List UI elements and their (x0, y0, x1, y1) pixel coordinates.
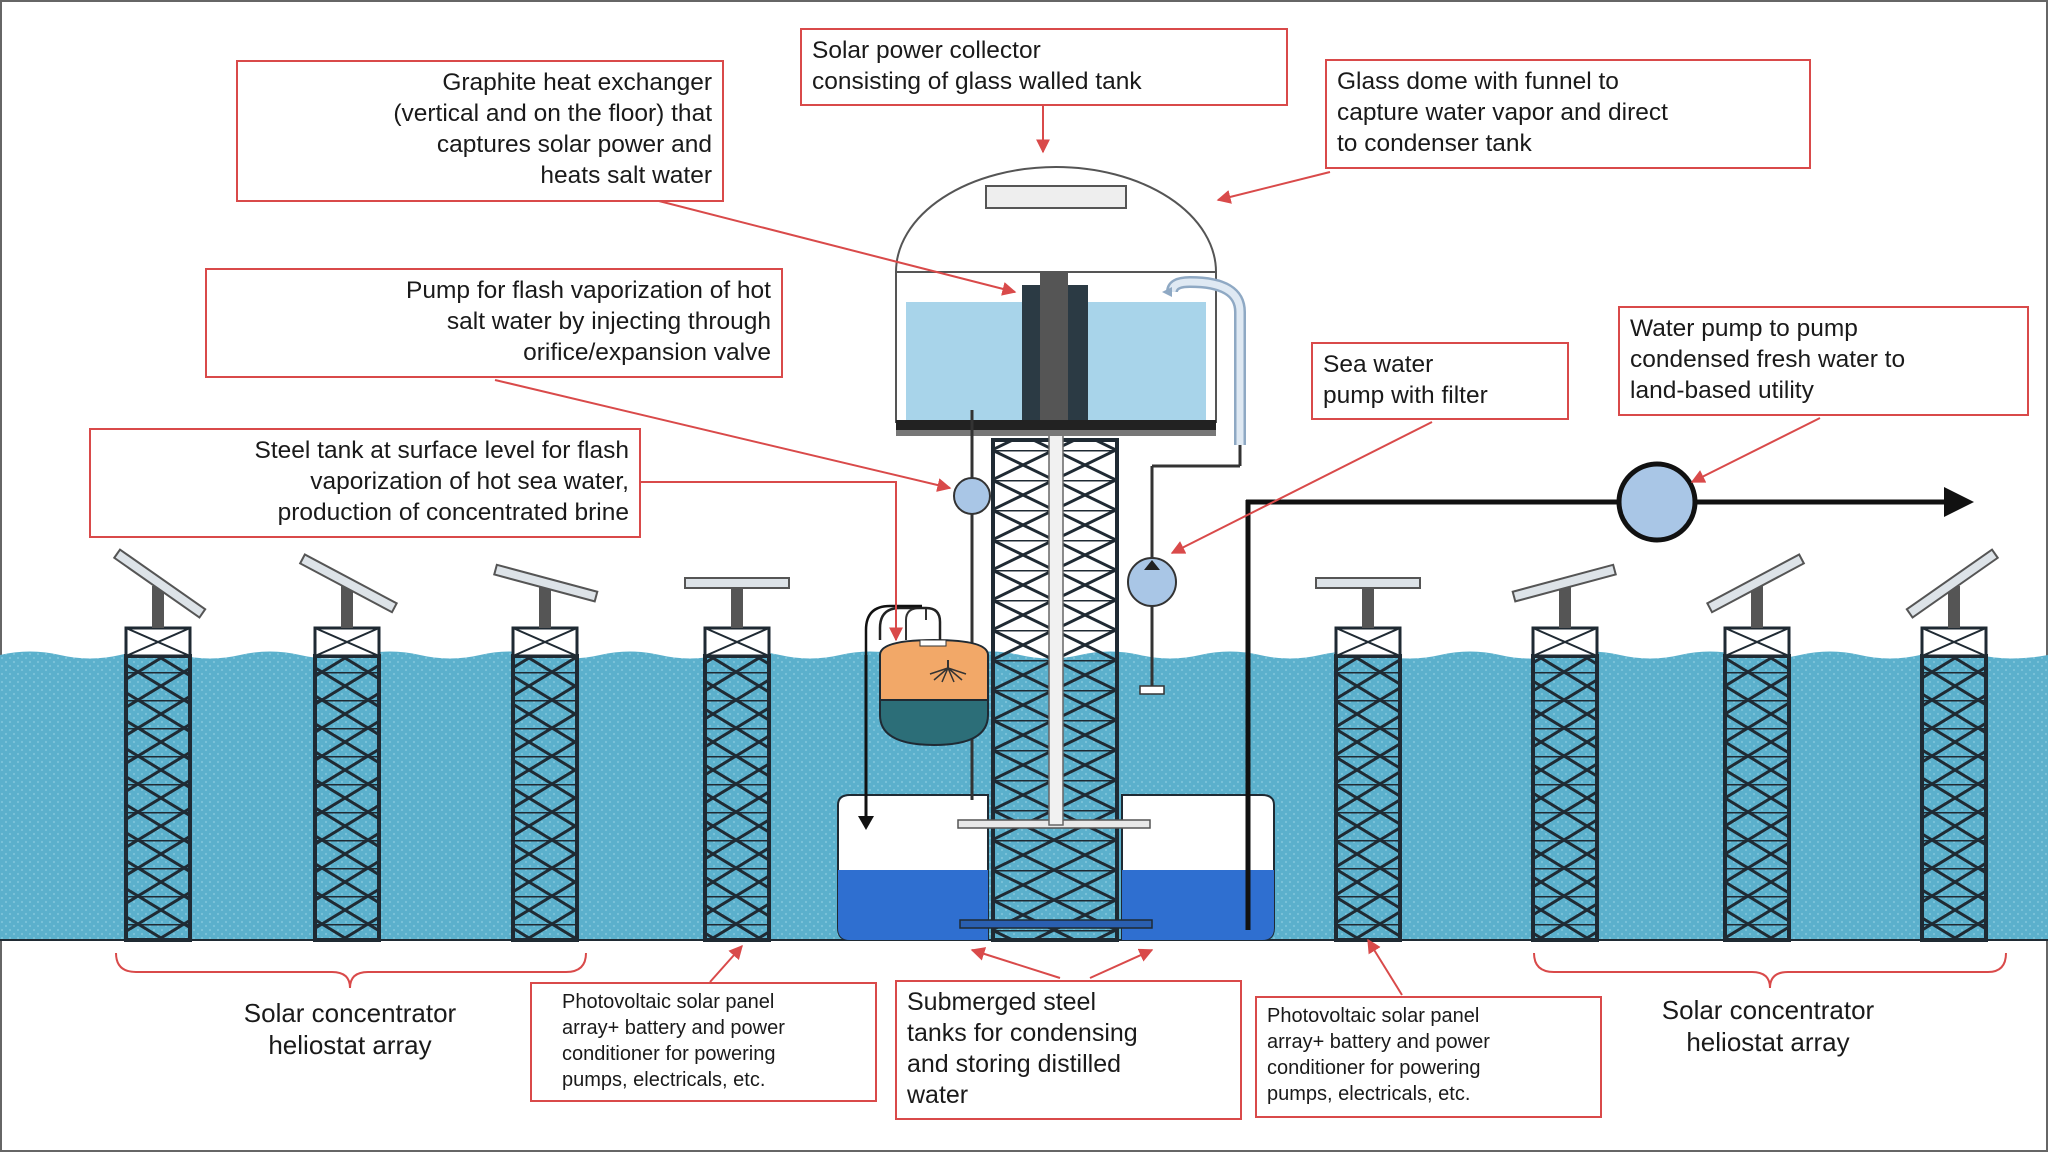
heliostat-towers (112, 548, 2000, 942)
glass-dome (894, 166, 1218, 273)
heliostat-icon (1905, 548, 2000, 619)
heliostat-icon (298, 553, 399, 614)
steel-brine-tank (858, 604, 989, 830)
heliostat-icon (1705, 553, 1806, 614)
label-heliostat-right: Solar concentrator heliostat array (1661, 995, 1875, 1057)
label-flash-pump: Pump for flash vaporization of hot salt … (205, 268, 783, 378)
label-steel-tank: Steel tank at surface level for flash va… (89, 428, 641, 538)
fresh-water-pump-icon (1616, 461, 1698, 543)
heliostat-icon (112, 548, 207, 619)
pv-panel-icon (684, 577, 790, 589)
heliostat-icon (493, 563, 599, 603)
pv-panel-icon (1315, 577, 1421, 589)
sea-water-pump-icon (1127, 445, 1242, 695)
heliostat-tower (1905, 548, 2000, 942)
heliostat-tower (1315, 577, 1421, 942)
label-pv-left: Photovoltaic solar panel array+ battery … (530, 982, 877, 1102)
label-submerged-tanks: Submerged steel tanks for condensing and… (895, 980, 1242, 1120)
heliostat-tower (1705, 553, 1806, 942)
heliostat-tower (493, 563, 599, 942)
heliostat-tower (298, 553, 399, 942)
heliostat-tower (112, 548, 207, 942)
label-sea-water-pump: Sea water pump with filter (1311, 342, 1569, 420)
label-glass-dome: Glass dome with funnel to capture water … (1325, 59, 1811, 169)
fresh-water-line (1245, 461, 1974, 930)
solar-collector (894, 166, 1246, 445)
label-solar-collector: Solar power collector consisting of glas… (800, 28, 1288, 106)
heliostat-icon (1511, 563, 1617, 603)
label-graphite-exchanger: Graphite heat exchanger (vertical and on… (236, 60, 724, 202)
label-fresh-water-pump: Water pump to pump condensed fresh water… (1618, 306, 2029, 416)
label-heliostat-left: Solar concentrator heliostat array (243, 998, 457, 1060)
label-pv-right: Photovoltaic solar panel array+ battery … (1255, 996, 1602, 1118)
leader-lines (115, 105, 2007, 996)
heliostat-tower (684, 577, 790, 942)
flash-pump-icon (953, 477, 991, 515)
heliostat-tower (1511, 563, 1617, 942)
submerged-tanks (837, 794, 1275, 941)
